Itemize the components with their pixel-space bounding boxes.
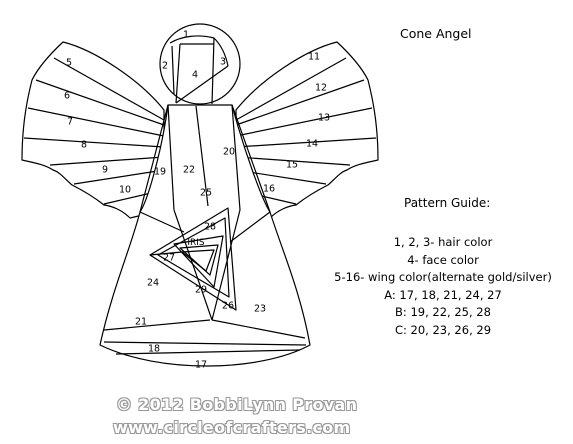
pattern-guide-line: 4- face color (407, 252, 479, 267)
right-wing-outline (235, 41, 379, 219)
section-number-10: 10 (119, 185, 131, 196)
pattern-guide-line: 1, 2, 3- hair color (393, 235, 493, 249)
section-number-14: 14 (306, 139, 318, 150)
left-wing-dividers (23, 57, 165, 205)
section-number-20: 20 (223, 147, 235, 158)
pattern-guide-line: B: 19, 22, 25, 28 (395, 305, 491, 320)
section-number-17: 17 (195, 360, 207, 371)
section-number-18: 18 (148, 344, 160, 355)
pattern-guide-list: 1, 2, 3- hair color 4- face color 5-16- … (318, 234, 568, 340)
section-number-9: 9 (102, 165, 108, 176)
section-number-22: 22 (183, 165, 195, 176)
section-number-2: 2 (162, 61, 168, 72)
section-number-26: 26 (222, 301, 234, 312)
section-number-8: 8 (81, 140, 87, 151)
section-number-4: 4 (192, 70, 198, 81)
section-number-3: 3 (220, 57, 226, 68)
pattern-guide-line: A: 17, 18, 21, 24, 27 (384, 287, 502, 302)
angel-head (159, 23, 241, 105)
section-number-19: 19 (154, 167, 166, 178)
left-wing (21, 41, 165, 219)
section-number-23: 23 (254, 304, 266, 315)
section-number-29: 29 (195, 285, 207, 296)
iris-center-label: IRIS (187, 238, 205, 248)
left-wing-outline (21, 41, 165, 219)
section-numbers: 1 2 3 4 5 6 7 8 9 10 11 12 13 14 15 16 1… (64, 30, 330, 371)
pattern-title: Cone Angel (400, 26, 472, 41)
website-url: www.circleofcrafters.com (113, 418, 351, 437)
section-number-28: 28 (204, 222, 216, 233)
section-number-24: 24 (147, 278, 159, 289)
head-dividers (169, 35, 229, 105)
section-number-27: 27 (163, 253, 175, 264)
section-number-25: 25 (200, 188, 212, 199)
section-number-15: 15 (286, 160, 298, 171)
section-number-11: 11 (308, 52, 320, 63)
section-number-16: 16 (263, 184, 275, 195)
pattern-guide-line: C: 20, 23, 26, 29 (394, 322, 492, 337)
section-number-12: 12 (315, 83, 327, 94)
copyright-notice: © 2012 BobbiLynn Provan (116, 395, 358, 414)
body-dividers (103, 104, 307, 355)
section-number-13: 13 (318, 113, 330, 124)
pattern-guide-heading: Pattern Guide: (404, 196, 491, 210)
pattern-guide-line: 5-16- wing color(alternate gold/silver) (334, 270, 552, 285)
angel-body (99, 104, 311, 367)
section-number-1: 1 (183, 30, 189, 41)
section-number-5: 5 (66, 58, 72, 69)
section-number-21: 21 (135, 317, 147, 328)
section-number-6: 6 (64, 91, 70, 102)
section-number-7: 7 (67, 117, 73, 128)
